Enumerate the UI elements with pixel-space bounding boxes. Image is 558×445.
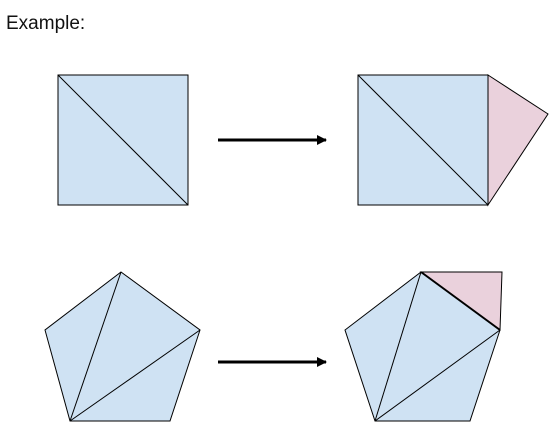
pentagon-after <box>344 271 503 422</box>
pentagon-before-diagonal-2 <box>69 329 201 422</box>
square-before-diagonal <box>57 74 189 206</box>
example-heading: Example: <box>6 13 86 34</box>
pentagon-before <box>44 271 201 422</box>
pentagon-before-shape <box>44 271 201 422</box>
pentagon-after-diagonal-1 <box>374 271 422 422</box>
square-before <box>57 74 189 206</box>
pentagon-after-diagonal-2 <box>374 329 501 422</box>
square-after <box>357 74 549 207</box>
square-after-diagonal <box>357 74 489 206</box>
square-after-added-triangle <box>487 74 549 207</box>
pentagon-before-diagonal-1 <box>69 271 122 422</box>
pentagon-after-shared-edge <box>420 271 501 331</box>
